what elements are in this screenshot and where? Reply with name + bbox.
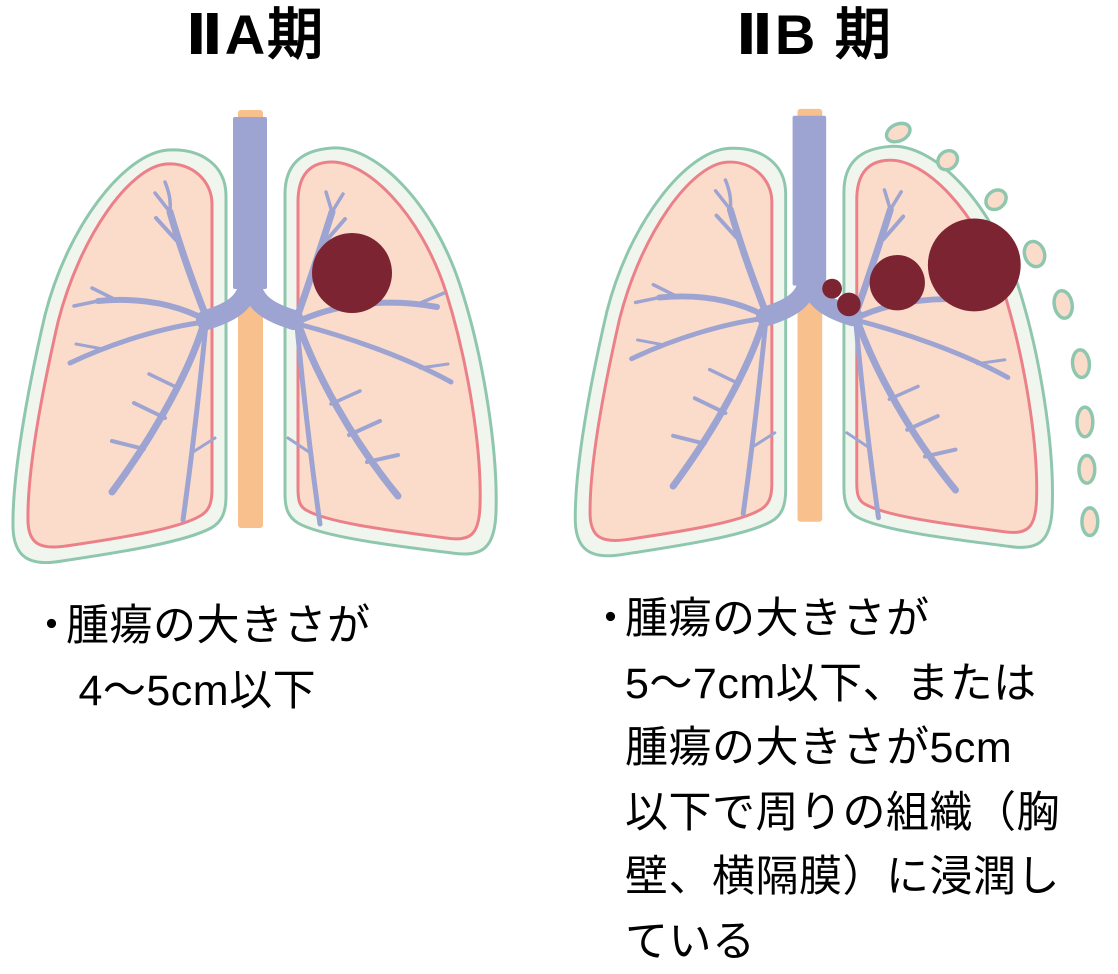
stage-iia-description: ・ 腫瘍の大きさが 4〜5cm以下 [30,594,549,723]
rib [1080,505,1100,538]
lungs-illustration-stage-iia [0,100,559,570]
stage-iia-description-text: 腫瘍の大きさが 4〜5cm以下 [66,602,371,715]
rib [884,121,912,144]
rib [1070,347,1092,380]
rib [1077,453,1097,485]
stage-iia-title: ⅡA期 [185,3,326,66]
stage-iib-description: ・ 腫瘍の大きさが 5〜7cm以下、または 腫瘍の大きさが5cm 以下で周りの組… [589,587,1108,974]
tumor-small-1 [822,278,842,299]
tumor-large [927,218,1021,312]
tumors-stage-iib [822,218,1021,317]
lungs-base-art [13,110,496,563]
lungs-base-art [575,109,1052,556]
tumor-medium [869,254,925,311]
bullet-marker: ・ [30,602,73,650]
panel-stage-iia: ⅡA期 ・ 腫瘍の大きさが 4〜5cm以下 [0,3,559,723]
tumor [312,233,392,313]
lungs-illustration-stage-iib [559,99,1100,563]
rib [1052,288,1074,320]
tumors-stage-iia [312,233,392,313]
ribs-chest-wall [884,121,1100,538]
bullet-marker: ・ [589,595,632,643]
rib [984,188,1008,212]
stage-iib-title: ⅡB 期 [736,3,893,66]
stage-iib-description-text: 腫瘍の大きさが 5〜7cm以下、または 腫瘍の大きさが5cm 以下で周りの組織（… [625,595,1060,966]
rib [1075,405,1095,439]
rib [936,148,960,172]
rib [1022,239,1047,269]
panel-stage-iib: ⅡB 期 ・ 腫瘍の大きさが 5〜7cm以 [559,0,1118,974]
tumor-small-2 [837,292,861,317]
